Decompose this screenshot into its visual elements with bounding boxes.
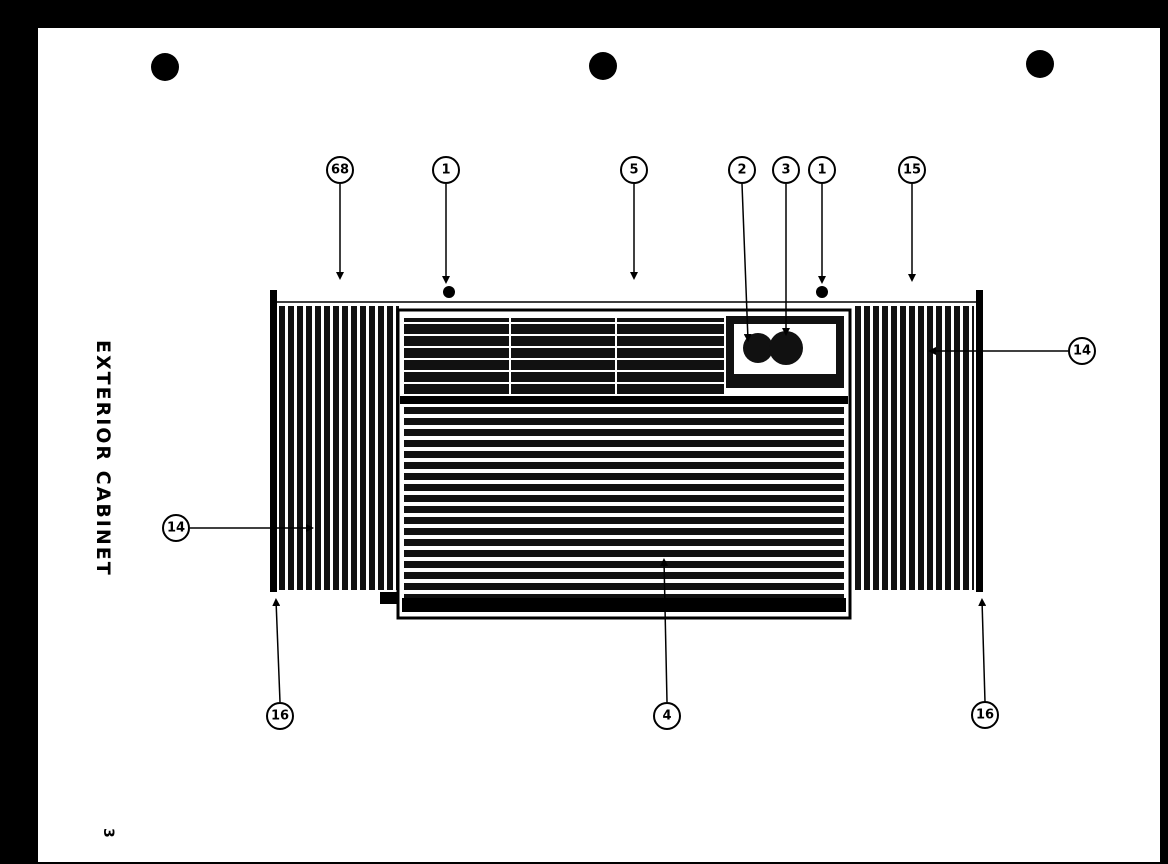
- svg-text:1: 1: [441, 163, 450, 178]
- callout-68: 68: [326, 156, 354, 184]
- punch-hole-right: [1026, 50, 1054, 78]
- drawing-title: EXTERIOR CABINET: [92, 340, 114, 577]
- svg-text:4: 4: [662, 709, 671, 724]
- svg-text:3: 3: [781, 163, 790, 178]
- punch-hole-left: [151, 53, 179, 81]
- svg-text:14: 14: [167, 521, 185, 536]
- side-louver-right: [852, 306, 974, 590]
- svg-text:2: 2: [737, 163, 746, 178]
- callout-14-left: 14: [162, 514, 190, 542]
- svg-text:14: 14: [1073, 344, 1091, 359]
- callout-14-right: 14: [1068, 337, 1096, 365]
- screw-left: [443, 286, 455, 298]
- callout-1-right: 1: [808, 156, 836, 184]
- cabinet-body: [270, 286, 983, 620]
- svg-text:15: 15: [903, 163, 921, 178]
- callout-4: 4: [653, 702, 681, 730]
- svg-text:5: 5: [629, 163, 638, 178]
- screw-right: [816, 286, 828, 298]
- side-louver-left: [279, 306, 399, 590]
- callout-1-left: 1: [432, 156, 460, 184]
- upper-grille: [404, 318, 724, 394]
- leader-lines: [190, 183, 1068, 703]
- callout-3: 3: [772, 156, 800, 184]
- side-rail-right: [976, 290, 983, 592]
- svg-text:16: 16: [976, 708, 994, 723]
- callout-16-right: 16: [971, 701, 999, 729]
- callout-16-left: 16: [266, 702, 294, 730]
- punch-hole-center: [589, 52, 617, 80]
- callout-2: 2: [728, 156, 756, 184]
- svg-text:1: 1: [817, 163, 826, 178]
- control-knob-right: [769, 331, 803, 365]
- page-number: 3: [100, 828, 116, 838]
- callout-5: 5: [620, 156, 648, 184]
- svg-text:68: 68: [331, 163, 349, 178]
- side-rail-left: [270, 290, 277, 592]
- callout-15: 15: [898, 156, 926, 184]
- front-grille: [404, 406, 844, 606]
- svg-text:16: 16: [271, 709, 289, 724]
